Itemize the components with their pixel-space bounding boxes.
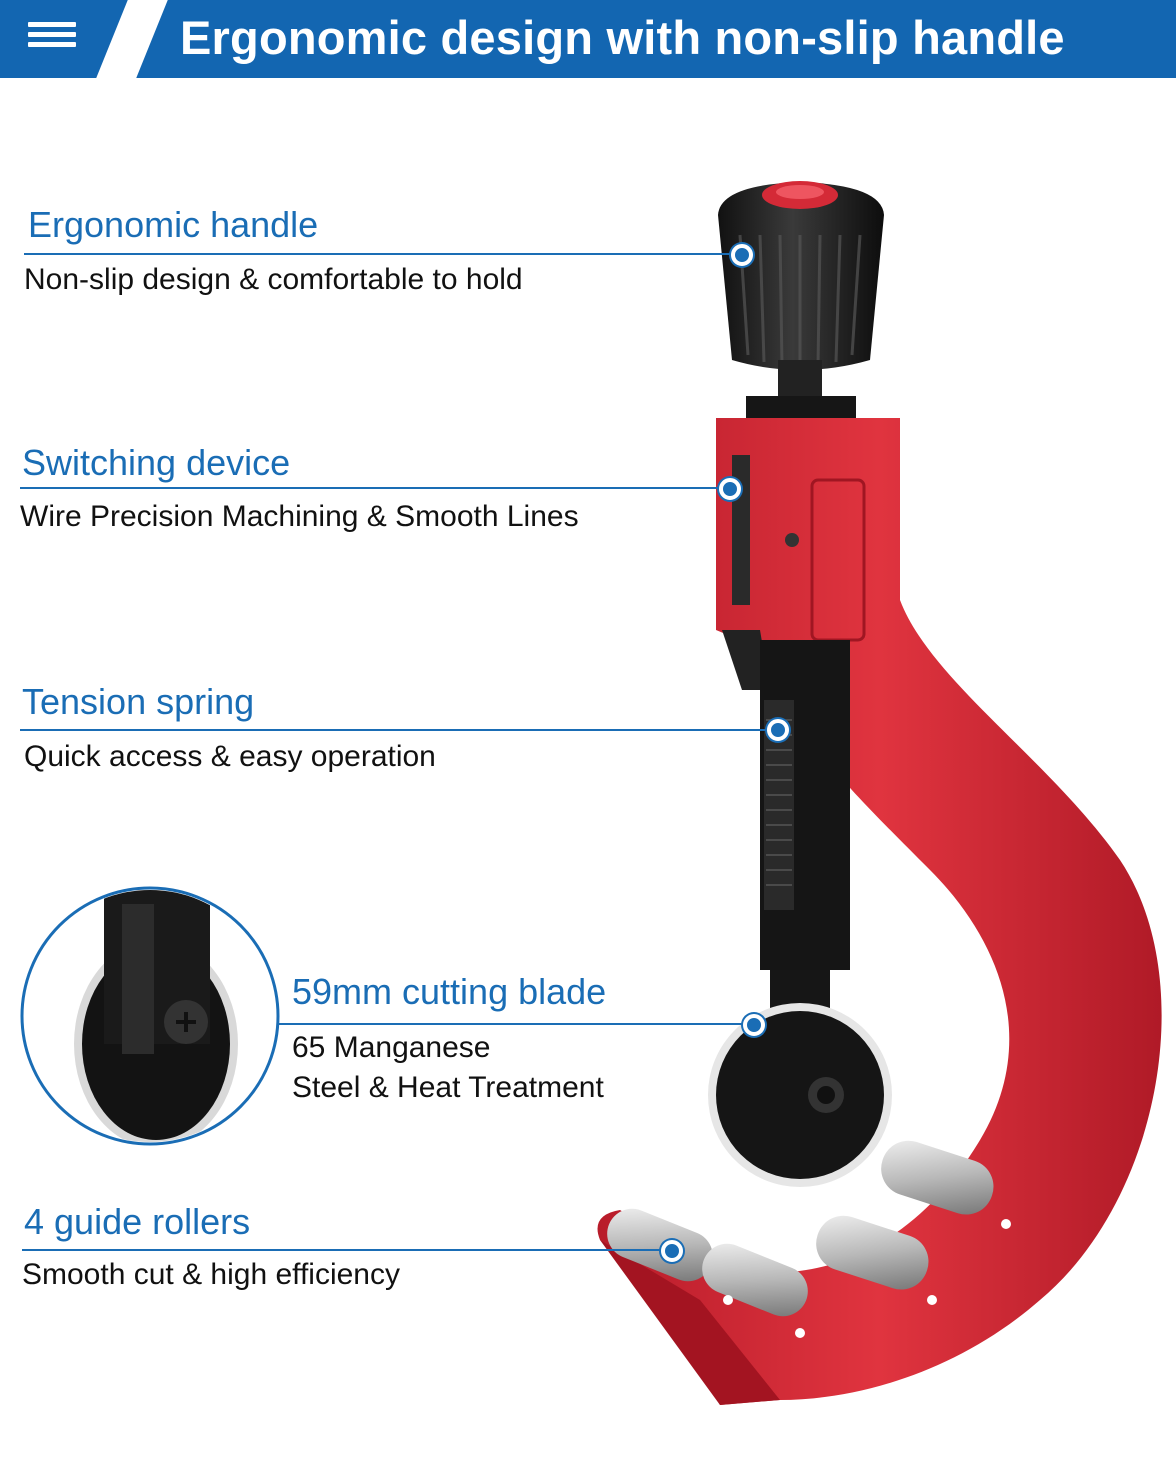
callout-title: 59mm cutting blade — [292, 971, 607, 1012]
ergonomic-handle-knob — [718, 181, 884, 418]
callout-dot — [719, 478, 741, 500]
callout-dot — [731, 244, 753, 266]
callout-description-line1: 65 Manganese — [292, 1031, 491, 1064]
callout-title: Switching device — [22, 442, 291, 483]
callout-dot — [661, 1240, 683, 1262]
callout-description: Non-slip design & comfortable to hold — [24, 263, 523, 296]
hamburger-menu-icon[interactable] — [28, 22, 76, 52]
callout-dot — [743, 1014, 765, 1036]
callout-title: 4 guide rollers — [24, 1201, 251, 1242]
callout-title: Ergonomic handle — [28, 204, 319, 245]
callout-title: Tension spring — [22, 681, 255, 722]
blade-zoom-inset — [20, 886, 280, 1146]
banner-title: Ergonomic design with non-slip handle — [180, 11, 1065, 64]
header-banner: Ergonomic design with non-slip handle — [0, 0, 1176, 78]
cutting-blade — [708, 1003, 892, 1187]
callout-line — [20, 487, 730, 489]
callout-line — [278, 1023, 754, 1025]
callout-description: Smooth cut & high efficiency — [22, 1258, 400, 1291]
callout-description: Quick access & easy operation — [24, 740, 436, 773]
callout-dot — [767, 719, 789, 741]
guide-rollers — [607, 1140, 994, 1317]
callout-line — [22, 1249, 672, 1251]
callout-line — [24, 253, 742, 255]
callout-description-line2: Steel & Heat Treatment — [292, 1071, 604, 1104]
callout-line — [20, 729, 778, 731]
callout-description: Wire Precision Machining & Smooth Lines — [20, 500, 579, 533]
